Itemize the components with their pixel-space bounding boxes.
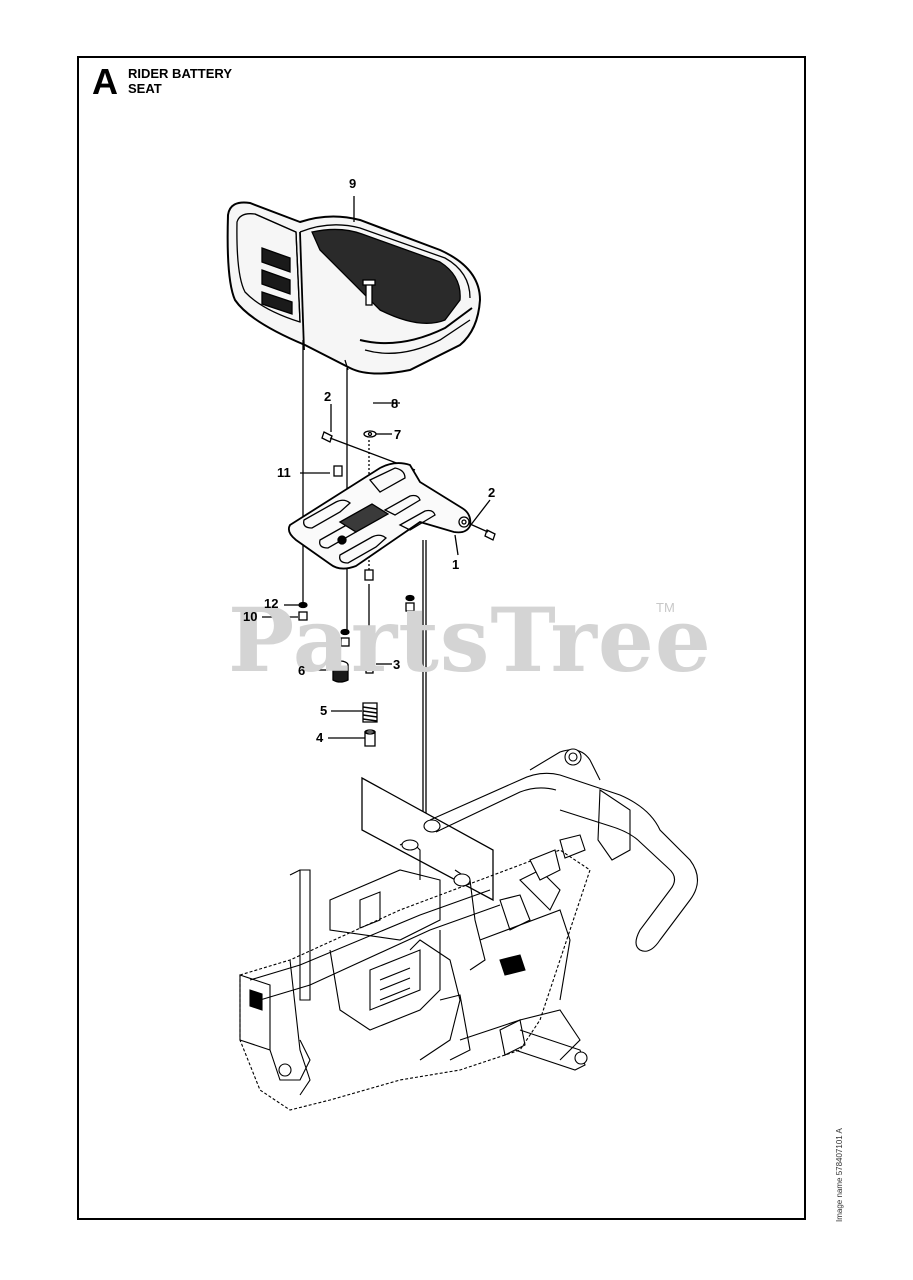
seat-part xyxy=(226,201,482,375)
callout-7: 7 xyxy=(394,427,402,442)
diagram-title-line-2: SEAT xyxy=(128,81,162,96)
trademark-symbol: TM xyxy=(656,600,675,615)
watermark-text: PartsTree xyxy=(228,588,712,692)
seat-plate-part xyxy=(287,462,472,570)
chassis-frame-part xyxy=(239,748,699,1111)
callout-5: 5 xyxy=(320,703,328,718)
callout-2-right: 2 xyxy=(488,485,496,500)
callout-8: 8 xyxy=(391,396,399,411)
callout-4: 4 xyxy=(316,730,324,745)
callout-12: 12 xyxy=(264,596,279,611)
callout-3: 3 xyxy=(393,657,401,672)
callout-11: 11 xyxy=(277,465,291,480)
callout-9: 9 xyxy=(349,176,357,191)
diagram-title-line-1: RIDER BATTERY xyxy=(128,66,232,81)
callout-10: 10 xyxy=(243,609,258,624)
section-letter: A xyxy=(92,61,118,102)
drawing-frame xyxy=(77,56,806,1220)
callout-2-top: 2 xyxy=(324,389,332,404)
callout-1: 1 xyxy=(452,557,460,572)
image-name-label: Image name 578407101 A xyxy=(835,1128,844,1222)
callout-6: 6 xyxy=(298,663,306,678)
